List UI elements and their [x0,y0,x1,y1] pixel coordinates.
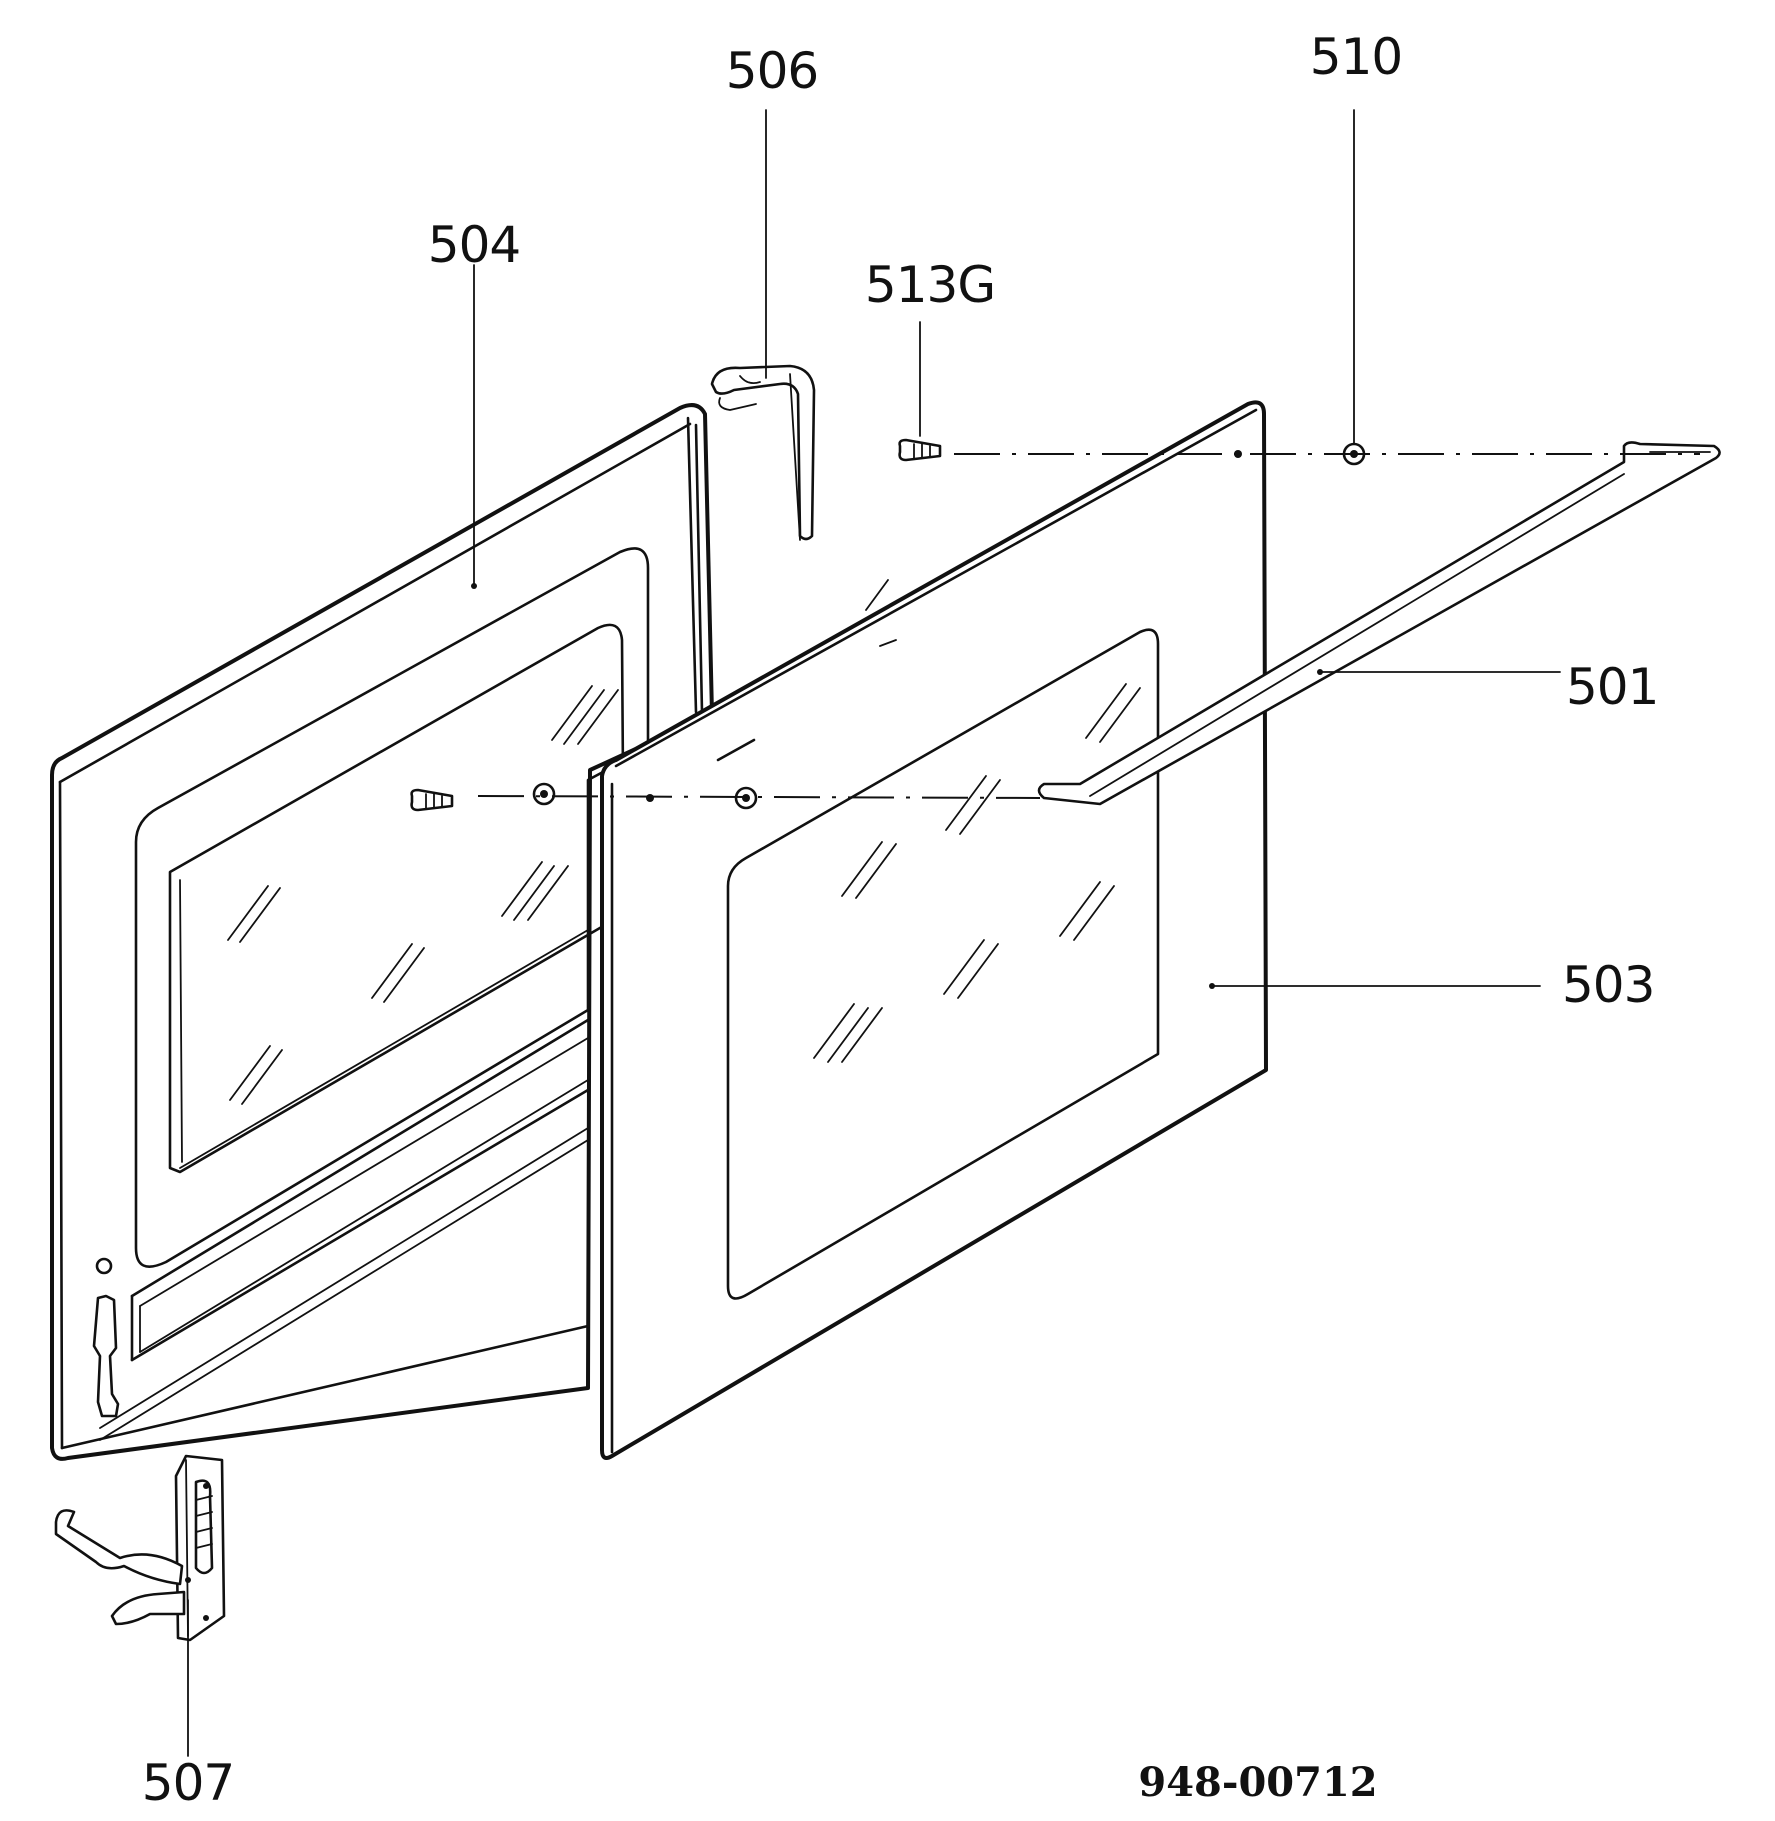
part-507-hinge [54,1454,226,1757]
part-513g-screw-top [898,321,942,462]
part-503-outer-door-panel [600,400,1541,1460]
callout-513g: 513G [865,256,995,314]
part-504-inner-door-panel [50,264,714,1461]
part-510-washer-mid [532,782,758,810]
callout-503: 503 [1562,956,1654,1014]
part-506-seal-strip [710,109,816,541]
assembly-axis-lines [477,453,1700,799]
callout-507: 507 [142,1754,234,1812]
callout-506: 506 [726,42,818,100]
callout-501: 501 [1566,658,1658,716]
part-510-washer-top [1342,109,1366,466]
document-number: 948-00712 [1138,1759,1377,1806]
callout-504: 504 [428,216,520,274]
callout-510: 510 [1310,28,1402,86]
part-501-handle-rod [1037,441,1721,806]
part-513g-screw-left [410,788,454,812]
